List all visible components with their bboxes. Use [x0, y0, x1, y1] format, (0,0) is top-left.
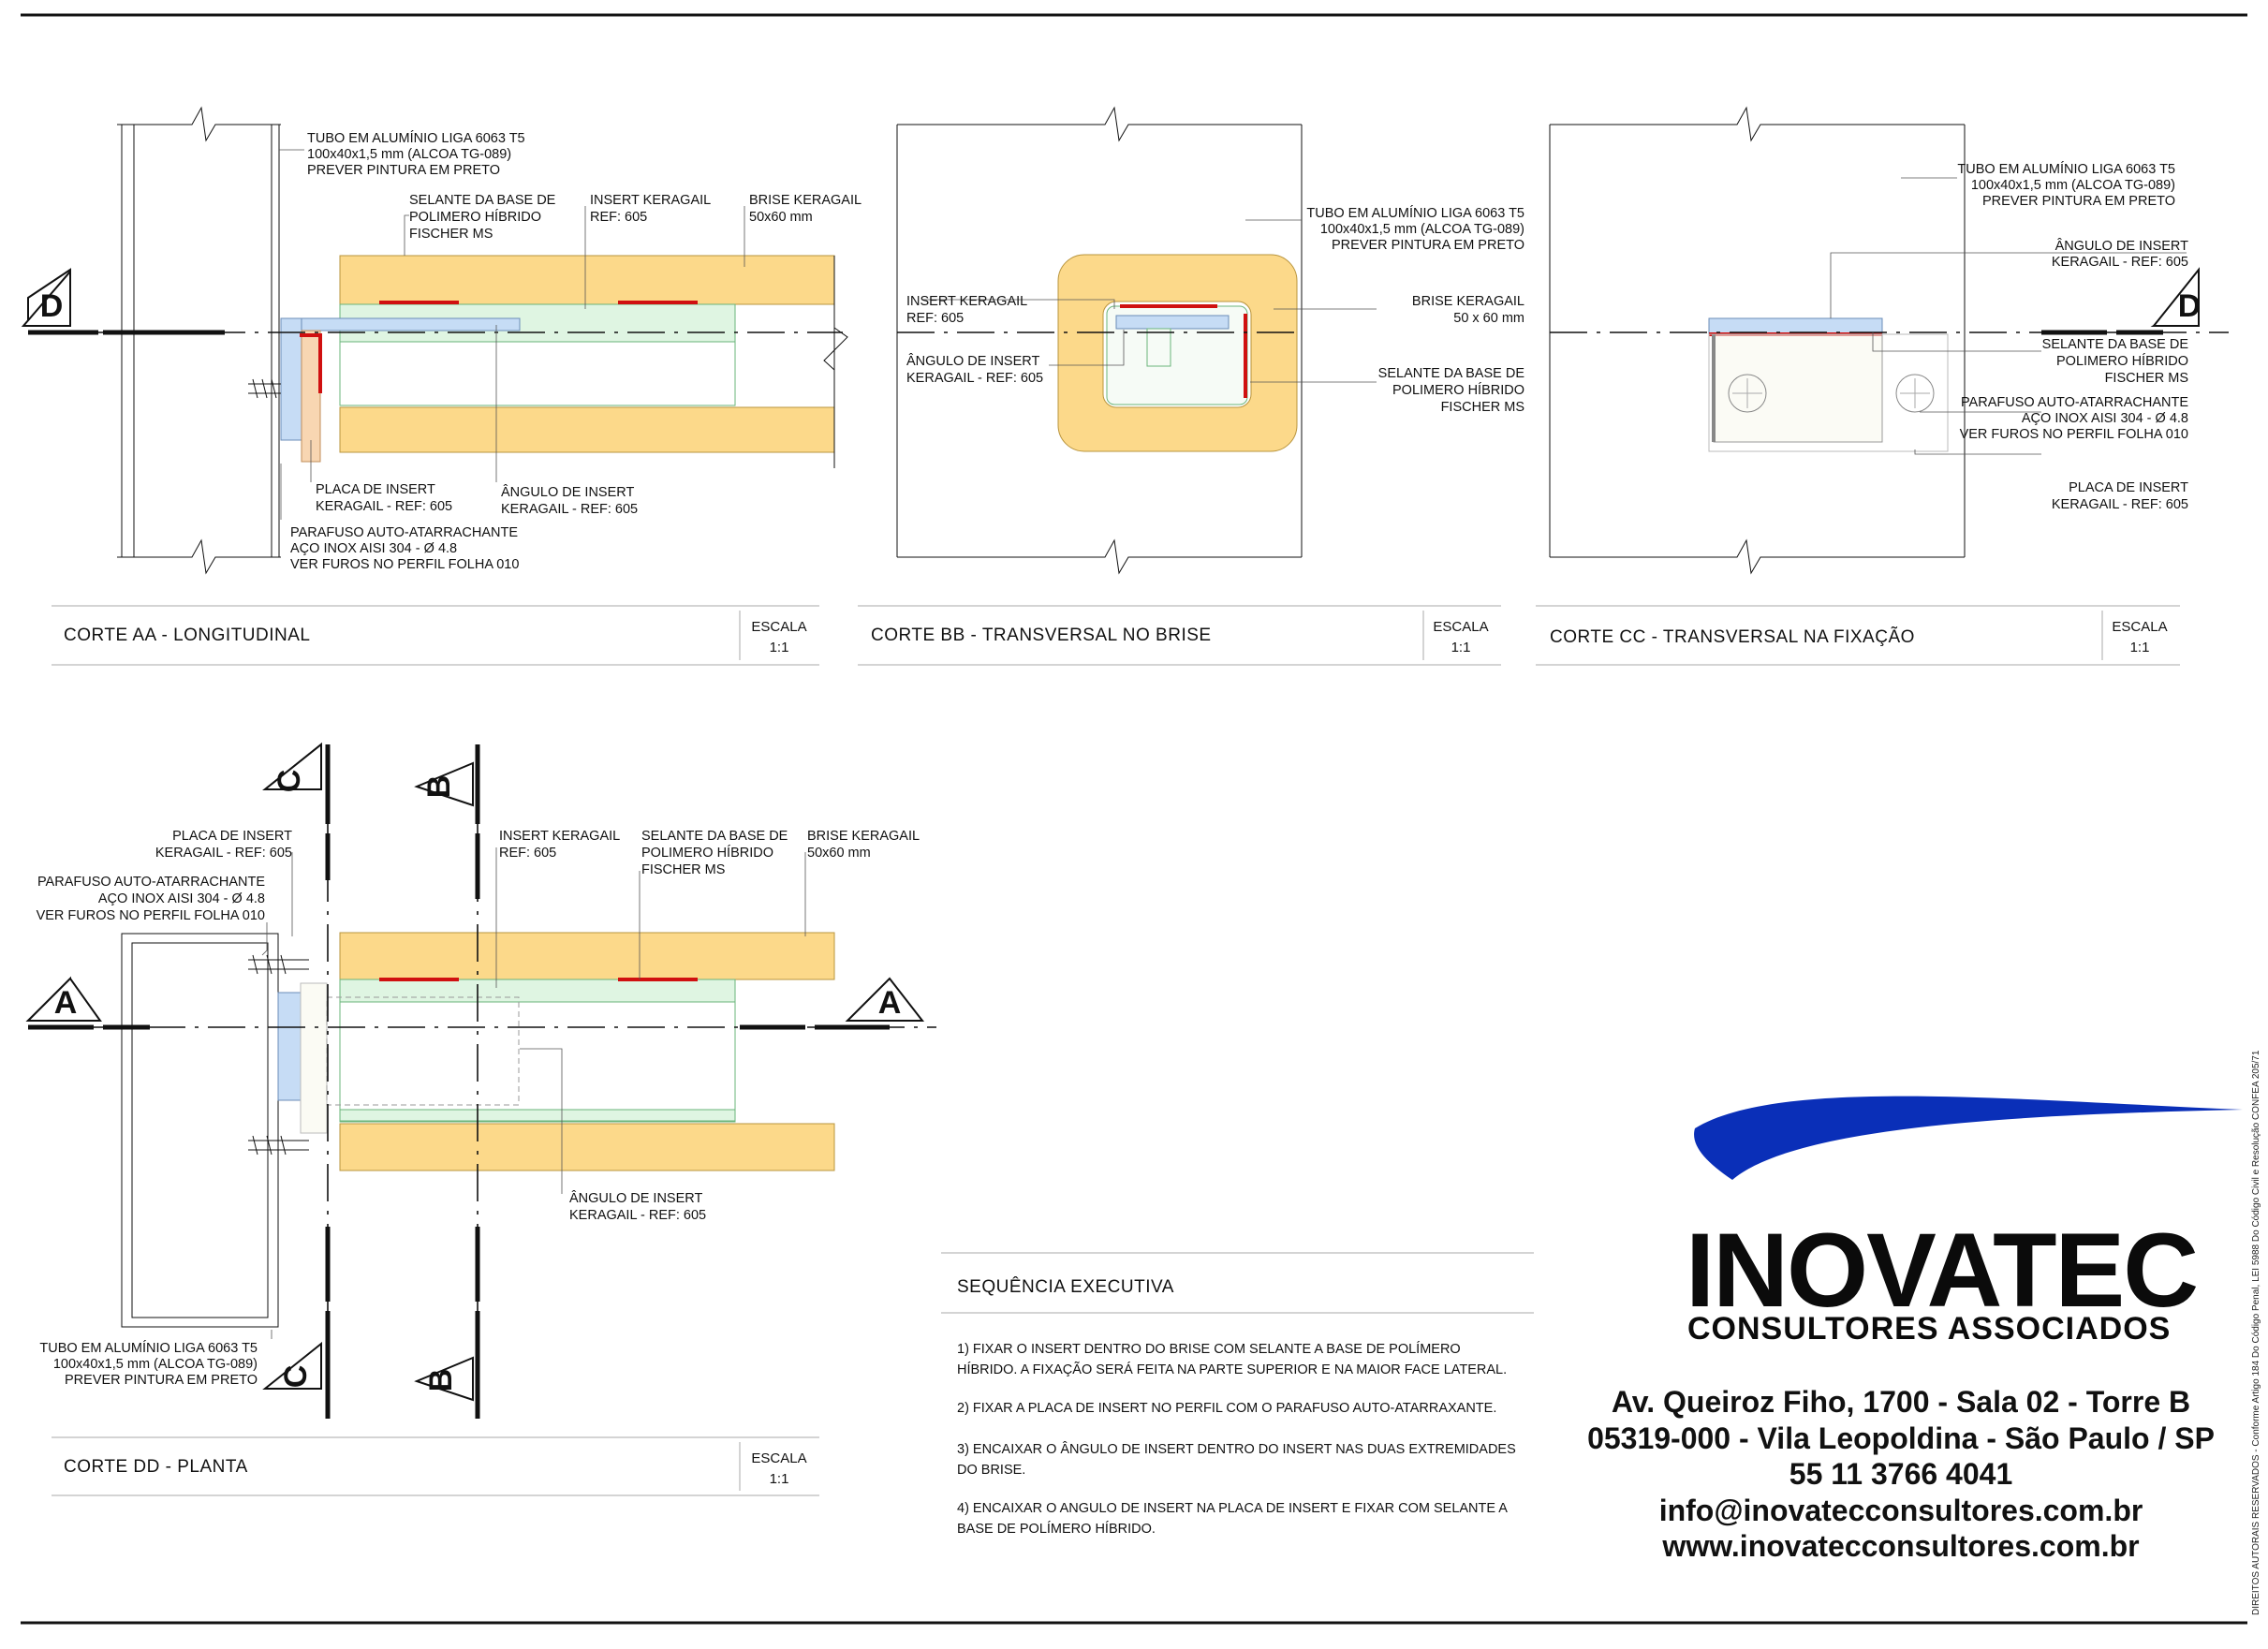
svg-text:TUBO EM ALUMÍNIO LIGA 6063 T51: TUBO EM ALUMÍNIO LIGA 6063 T5100x40x1,5 …	[1306, 205, 1524, 253]
company-logo: INOVATEC CONSULTORES ASSOCIADOS	[1686, 1096, 2243, 1347]
address-line-2: 05319-000 - Vila Leopoldina - São Paulo …	[1587, 1421, 2215, 1455]
email: info@inovatecconsultores.com.br	[1659, 1494, 2143, 1527]
executive-sequence: SEQUÊNCIA EXECUTIVA 1) FIXAR O INSERT DE…	[941, 1252, 1534, 1537]
section-marker-a-right: A	[878, 985, 902, 1021]
svg-text:1:1: 1:1	[770, 1471, 789, 1487]
website: www.inovatecconsultores.com.br	[1661, 1529, 2139, 1563]
svg-text:ESCALA: ESCALA	[751, 1450, 806, 1466]
section-marker-c-top: C	[272, 770, 307, 793]
section-cc-drawing: D	[1549, 106, 2229, 575]
section-bb-title: CORTE BB - TRANSVERSAL NO BRISE	[871, 626, 1212, 645]
section-dd-title: CORTE DD - PLANTA	[64, 1457, 248, 1477]
sequence-step-1: 1) FIXAR O INSERT DENTRO DO BRISE COM SE…	[957, 1341, 1507, 1377]
section-marker-c-bottom: C	[278, 1365, 314, 1389]
section-aa-title-block: CORTE AA - LONGITUDINAL ESCALA 1:1	[52, 605, 819, 666]
copyright-notice: DIREITOS AUTORAIS RESERVADOS - Conforme …	[2251, 1050, 2261, 1615]
section-dd-drawing: A A C C B B	[25, 742, 936, 1419]
section-marker-d-left: D	[40, 288, 64, 324]
svg-text:TUBO EM ALUMÍNIO LIGA 6063 T51: TUBO EM ALUMÍNIO LIGA 6063 T5100x40x1,5 …	[307, 130, 525, 178]
svg-text:TUBO EM ALUMÍNIO LIGA 6063 T51: TUBO EM ALUMÍNIO LIGA 6063 T5100x40x1,5 …	[39, 1340, 258, 1388]
section-cc-title: CORTE CC - TRANSVERSAL NA FIXAÇÃO	[1550, 626, 1915, 647]
phone: 55 11 3766 4041	[1789, 1457, 2012, 1491]
svg-text:TUBO EM ALUMÍNIO LIGA 6063 T51: TUBO EM ALUMÍNIO LIGA 6063 T5100x40x1,5 …	[1957, 161, 2175, 209]
sequence-step-4: 4) ENCAIXAR O ANGULO DE INSERT NA PLACA …	[957, 1501, 1508, 1537]
svg-text:ESCALA: ESCALA	[2112, 619, 2167, 635]
sequence-step-2: 2) FIXAR A PLACA DE INSERT NO PERFIL COM…	[957, 1401, 1496, 1416]
svg-text:1:1: 1:1	[770, 640, 789, 655]
section-cc-title-block: CORTE CC - TRANSVERSAL NA FIXAÇÃO ESCALA…	[1536, 605, 2180, 666]
company-name: INOVATEC	[1686, 1212, 2197, 1329]
section-dd-title-block: CORTE DD - PLANTA ESCALA 1:1	[52, 1436, 819, 1496]
svg-text:1:1: 1:1	[2130, 640, 2150, 655]
section-aa-title: CORTE AA - LONGITUDINAL	[64, 626, 310, 645]
address-line-1: Av. Queiroz Fiho, 1700 - Sala 02 - Torre…	[1612, 1385, 2190, 1419]
sequence-title: SEQUÊNCIA EXECUTIVA	[957, 1276, 1174, 1297]
section-bb-title-block: CORTE BB - TRANSVERSAL NO BRISE ESCALA 1…	[858, 605, 1501, 666]
logo-swoosh-icon	[1694, 1096, 2243, 1180]
company-contact: Av. Queiroz Fiho, 1700 - Sala 02 - Torre…	[1587, 1385, 2215, 1563]
section-marker-a-left: A	[54, 985, 78, 1021]
company-subtitle: CONSULTORES ASSOCIADOS	[1687, 1311, 2171, 1347]
svg-text:1:1: 1:1	[1451, 640, 1471, 655]
section-aa-drawing: D	[21, 106, 848, 575]
svg-text:ESCALA: ESCALA	[1433, 619, 1488, 635]
section-marker-b-bottom: B	[423, 1369, 459, 1392]
sequence-step-3: 3) ENCAIXAR O ÂNGULO DE INSERT DENTRO DO…	[957, 1441, 1516, 1478]
svg-text:ESCALA: ESCALA	[751, 619, 806, 635]
section-marker-b-top: B	[421, 775, 457, 799]
section-marker-d-right: D	[2178, 288, 2202, 324]
section-bb-drawing	[896, 106, 1377, 575]
